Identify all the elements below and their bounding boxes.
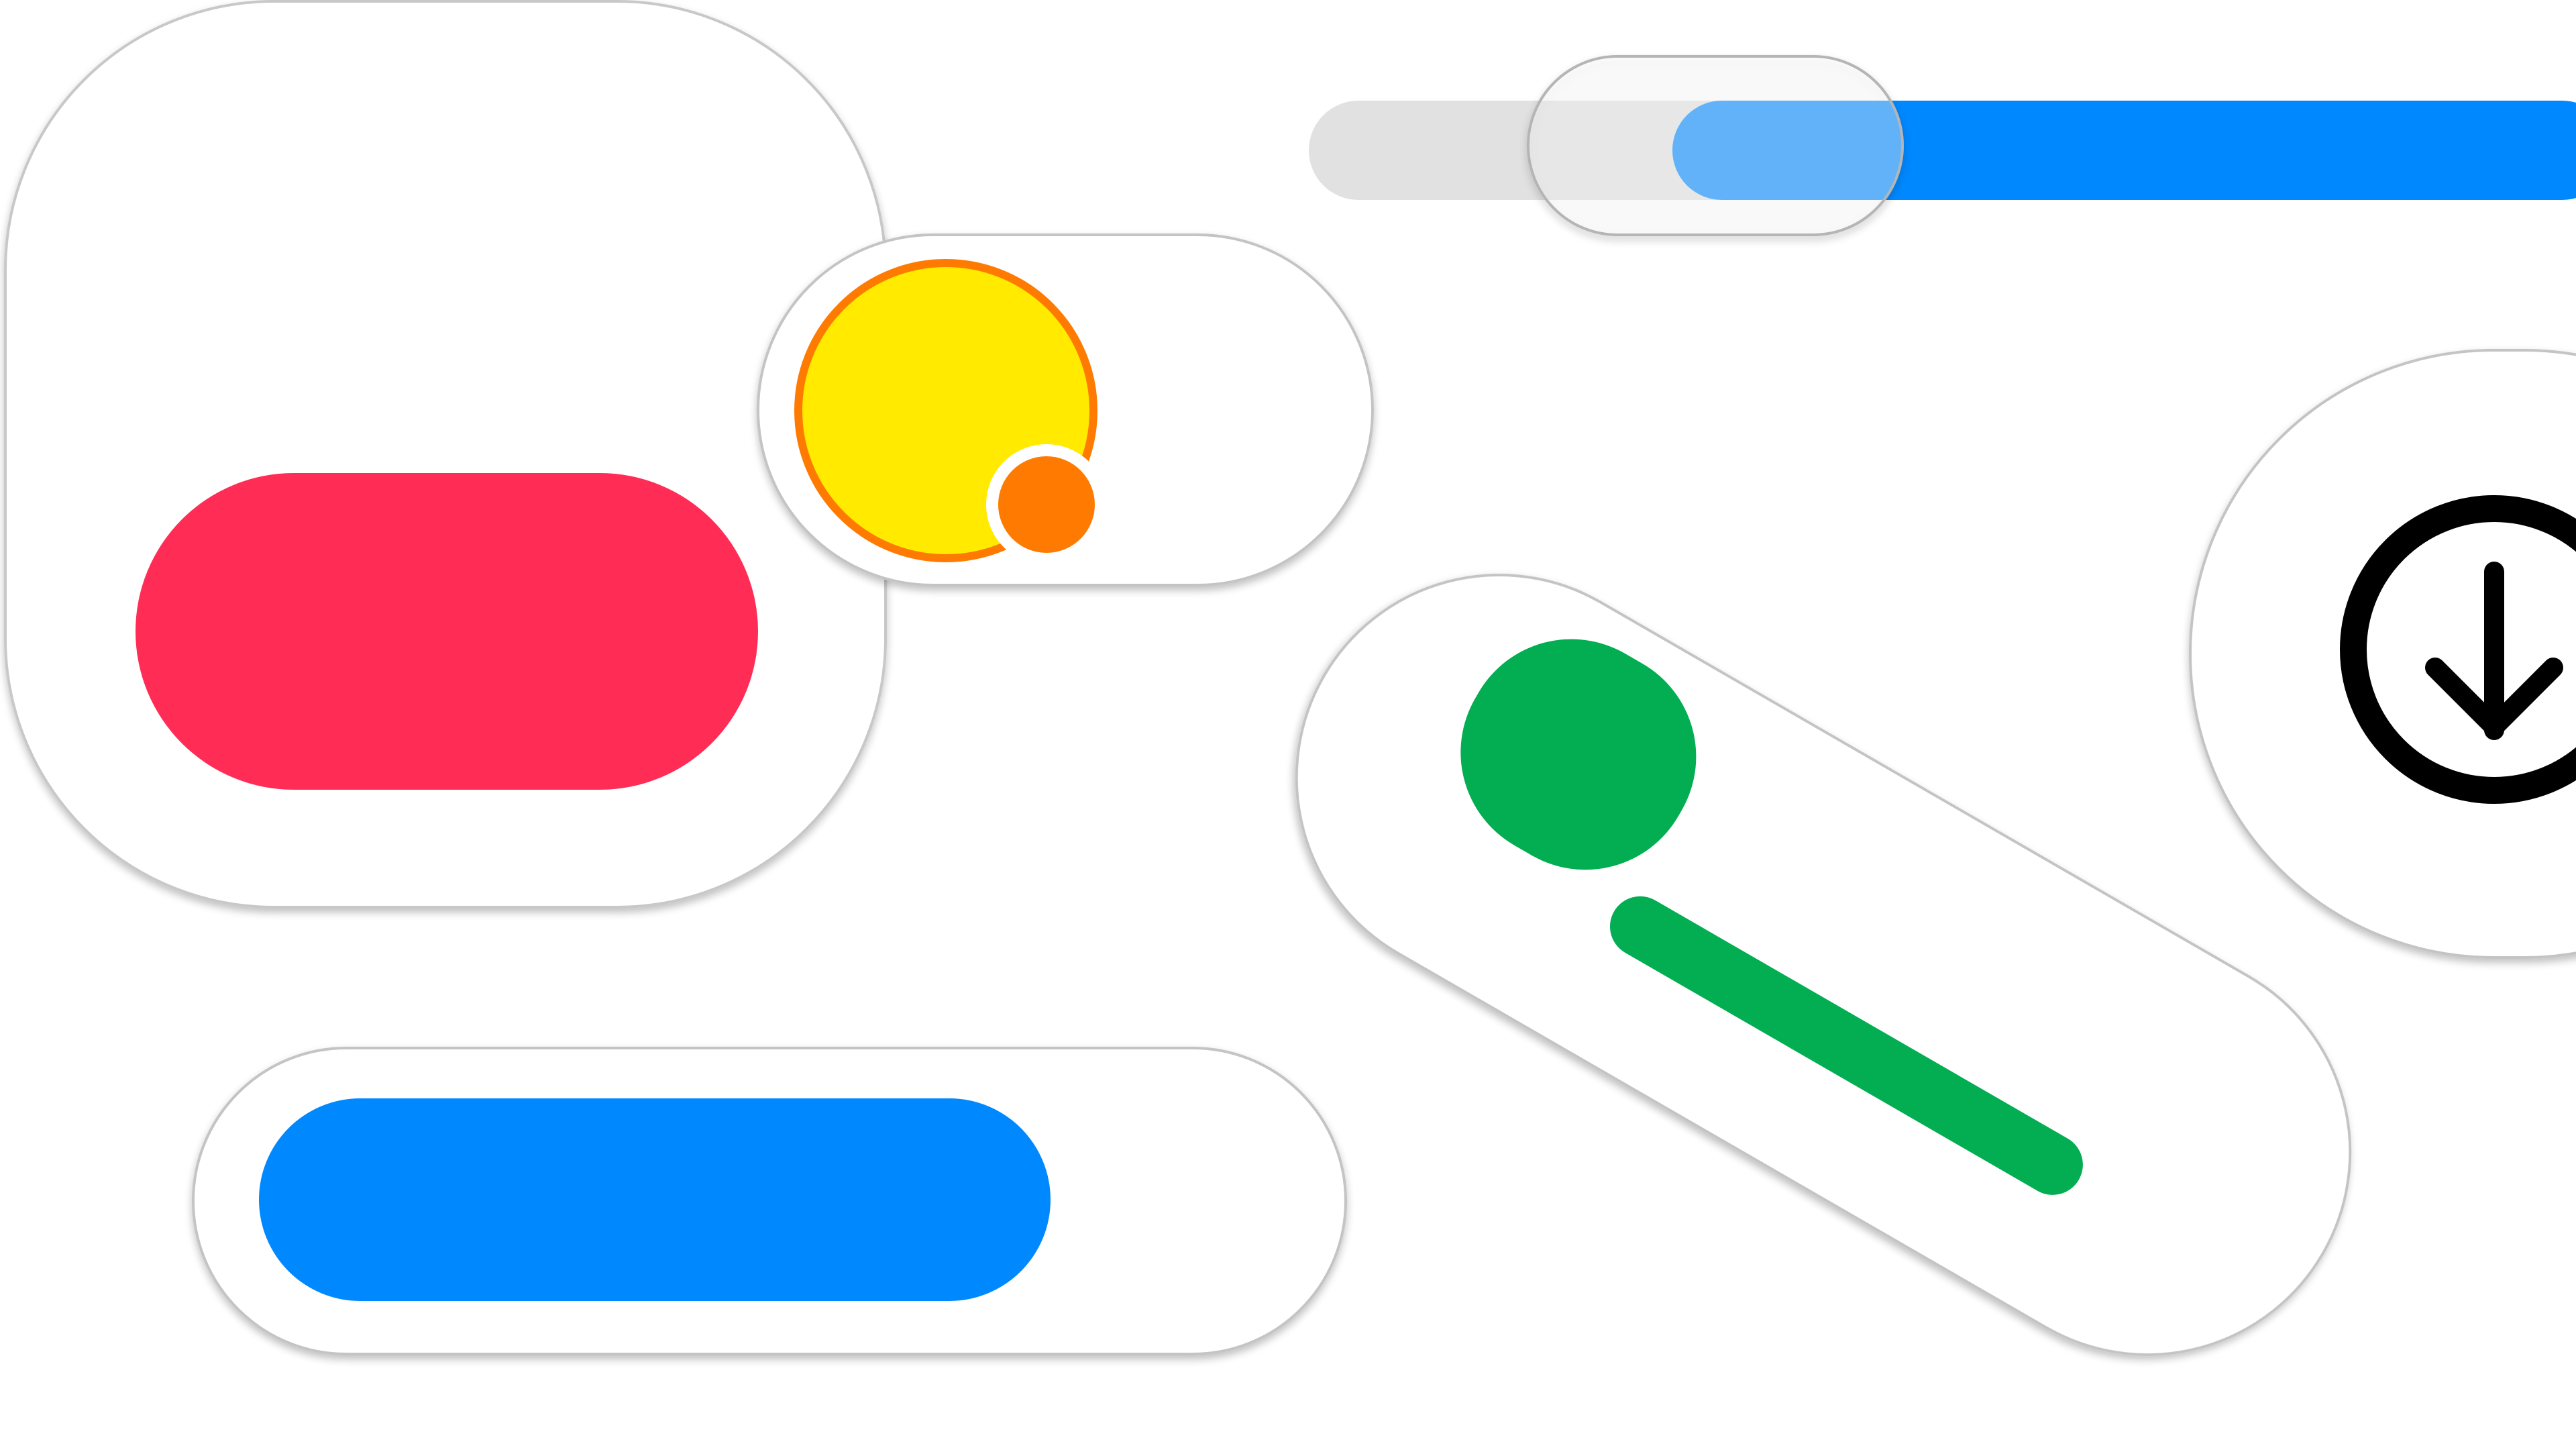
slider-thumb[interactable] [1527, 55, 1904, 236]
yellow-toggle[interactable] [757, 233, 1374, 586]
toggle-knob[interactable] [1421, 600, 1735, 909]
progress-slider[interactable] [1309, 55, 2576, 236]
toggle-level-bar [1610, 896, 2083, 1195]
blue-toggle[interactable] [192, 1047, 1347, 1355]
red-pill-card [4, 0, 887, 908]
download-button-surface[interactable] [2189, 349, 2576, 959]
green-toggle[interactable] [1222, 501, 2424, 1428]
toggle-fill [259, 1098, 1051, 1301]
download-button[interactable] [2189, 349, 2576, 959]
download-circle-icon [2340, 495, 2576, 804]
notification-badge-icon [998, 456, 1095, 553]
red-pill-button[interactable] [136, 473, 758, 790]
